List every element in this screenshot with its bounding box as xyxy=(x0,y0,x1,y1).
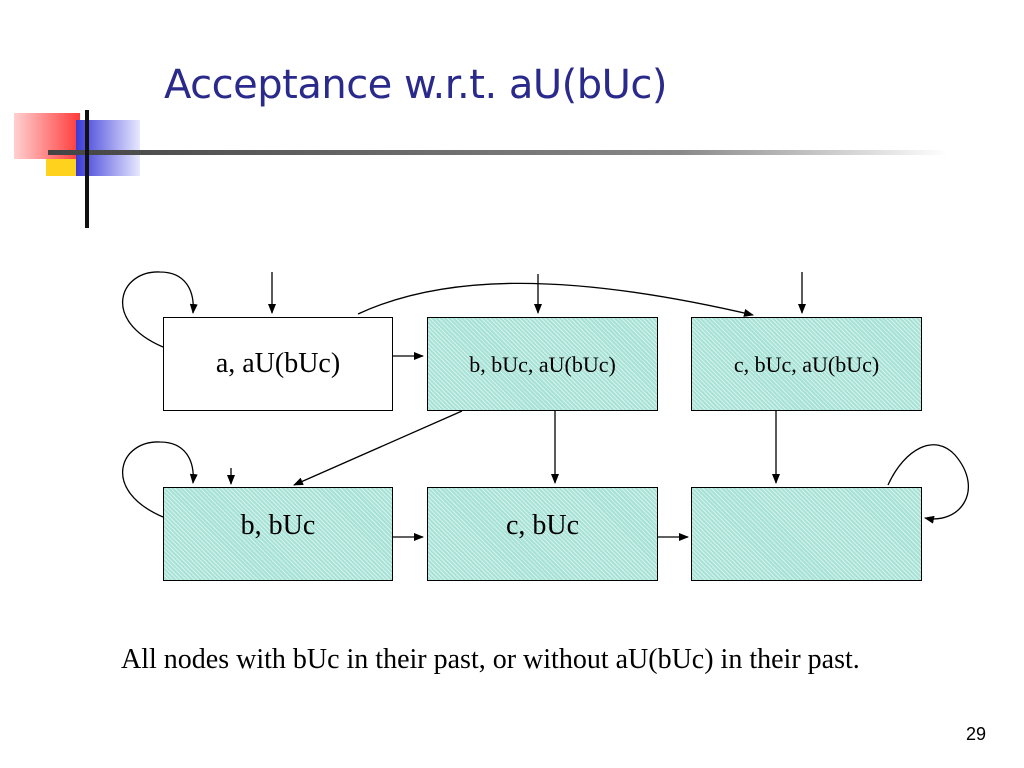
slide-title: Acceptance w.r.t. aU(bUc) xyxy=(164,62,668,108)
node-label: c, bUc xyxy=(505,510,580,541)
slide-caption: All nodes with bUc in their past, or wit… xyxy=(121,644,860,675)
node-label: a, aU(bUc) xyxy=(215,348,341,379)
title-decoration xyxy=(14,110,948,228)
edge-n1-self-loop xyxy=(121,271,198,348)
node-c-buc: c, bUc xyxy=(427,487,658,581)
deco-vertical-rule xyxy=(85,110,89,228)
node-b-buc: b, bUc xyxy=(163,487,393,581)
node-label: c, bUc, aU(bUc) xyxy=(733,352,880,377)
edge-n4-self-loop xyxy=(121,441,198,518)
node-label: b, bUc xyxy=(240,510,316,541)
node-empty xyxy=(691,487,922,581)
node-c-buc-aubuc: c, bUc, aU(bUc) xyxy=(691,317,922,411)
page-number: 29 xyxy=(966,724,987,744)
node-label: b, bUc, aU(bUc) xyxy=(469,352,616,377)
node-b-buc-aubuc: b, bUc, aU(bUc) xyxy=(427,317,658,411)
deco-horizontal-rule xyxy=(48,150,948,155)
edge-n1-n3 xyxy=(357,282,754,317)
edge-n6-self-loop xyxy=(887,444,969,524)
node-a-aubuc: a, aU(bUc) xyxy=(163,317,393,411)
edge-n2-n4 xyxy=(293,410,463,486)
